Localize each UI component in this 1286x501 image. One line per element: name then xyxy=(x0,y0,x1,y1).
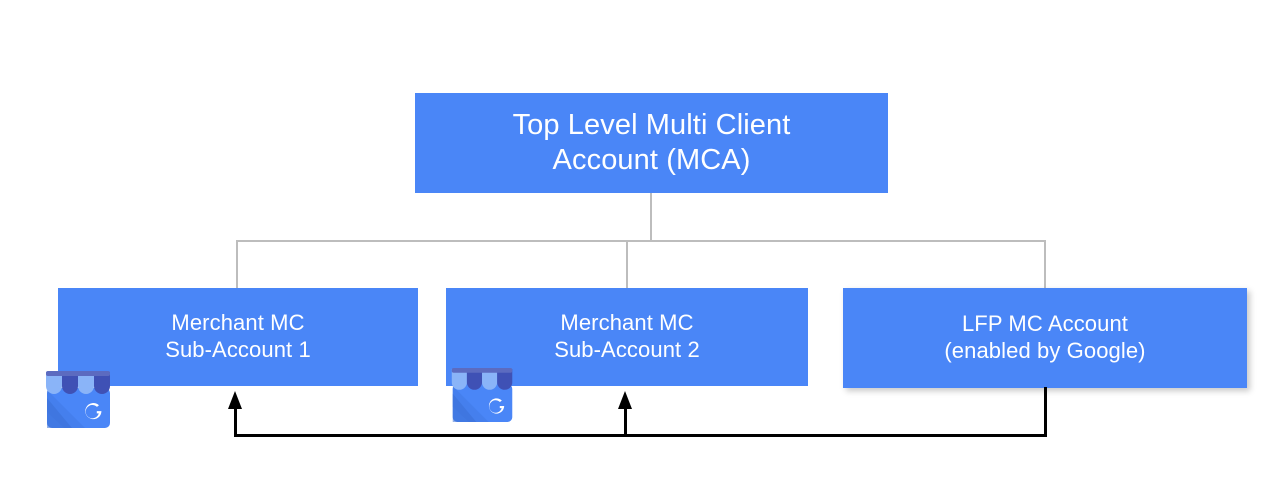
node-top-level-mca-label-line2: Account (MCA) xyxy=(552,144,751,176)
node-top-level-mca-label-line1: Top Level Multi Client xyxy=(512,108,791,141)
feedback-arrow-source-lfp xyxy=(1044,387,1047,437)
connector-top-stem xyxy=(650,193,652,242)
node-merchant-mc-sub-account-2-label-line1: Merchant MC xyxy=(560,310,694,336)
feedback-arrow-to-sub-account-1 xyxy=(234,406,237,436)
connector-branch-sub-account-2 xyxy=(626,241,628,289)
google-my-business-icon xyxy=(46,371,110,428)
connector-horizontal-bus xyxy=(236,240,1046,242)
connector-branch-sub-account-1 xyxy=(236,241,238,289)
node-lfp-mc-account-label-line1: LFP MC Account xyxy=(961,311,1129,337)
node-merchant-mc-sub-account-1-label-line1: Merchant MC xyxy=(171,310,305,336)
node-merchant-mc-sub-account-1: Merchant MC Sub-Account 1 xyxy=(58,288,418,386)
node-merchant-mc-sub-account-2-label-line2: Sub-Account 2 xyxy=(554,337,700,362)
connector-branch-lfp-account xyxy=(1044,241,1046,289)
google-my-business-icon xyxy=(451,368,513,422)
feedback-arrowhead-sub-account-2 xyxy=(618,391,632,409)
feedback-arrow-to-sub-account-2 xyxy=(624,406,627,436)
feedback-arrow-bus xyxy=(234,434,1047,437)
node-lfp-mc-account-label-line2: (enabled by Google) xyxy=(944,338,1146,363)
node-lfp-mc-account: LFP MC Account (enabled by Google) xyxy=(843,288,1247,388)
node-top-level-mca: Top Level Multi Client Account (MCA) xyxy=(415,93,888,193)
feedback-arrowhead-sub-account-1 xyxy=(228,391,242,409)
node-merchant-mc-sub-account-1-label-line2: Sub-Account 1 xyxy=(165,337,311,362)
